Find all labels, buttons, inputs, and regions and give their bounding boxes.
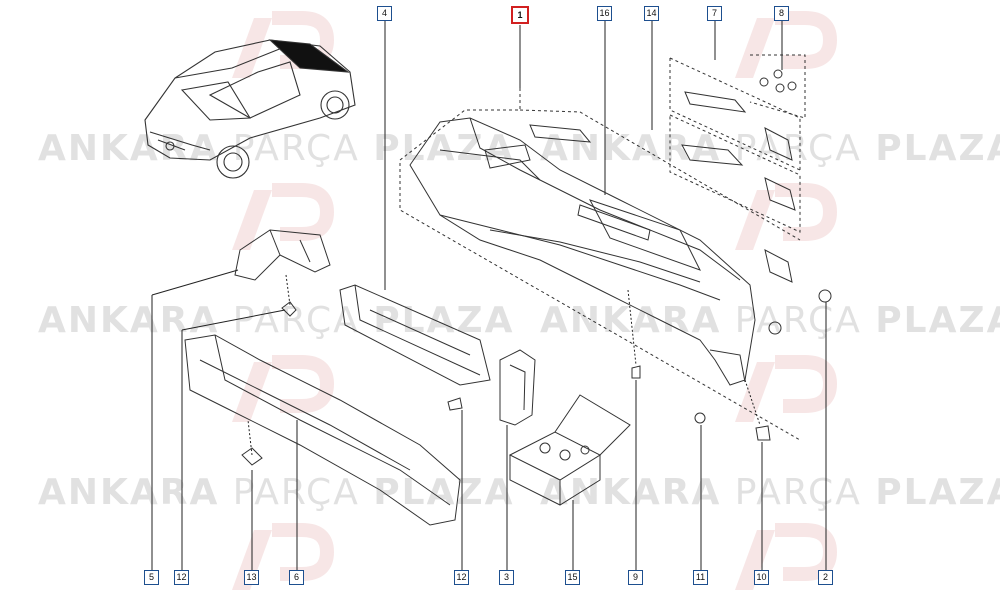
- side-trims: [764, 127, 796, 283]
- watermark-logo: [735, 190, 830, 250]
- reinforcement-4: [339, 284, 491, 386]
- callout-9[interactable]: 9: [628, 570, 643, 585]
- car-thumbnail: [144, 39, 356, 179]
- bracket-3: [499, 349, 536, 426]
- callout-6[interactable]: 6: [289, 570, 304, 585]
- callout-3[interactable]: 3: [499, 570, 514, 585]
- callout-13[interactable]: 13: [244, 570, 259, 585]
- clips-8: [759, 69, 797, 93]
- watermark-row-1: ANKARA PARÇA PLAZA: [38, 128, 515, 169]
- callout-15[interactable]: 15: [565, 570, 580, 585]
- callout-1[interactable]: 1: [511, 6, 529, 24]
- bracket-5: [234, 229, 331, 281]
- fastener-kit-15: [508, 394, 631, 506]
- watermark-logo: [232, 190, 327, 250]
- callout-7[interactable]: 7: [707, 6, 722, 21]
- bumper-frame: [399, 88, 801, 441]
- leader-lines: [151, 20, 827, 570]
- callout-12-right[interactable]: 12: [454, 570, 469, 585]
- trim-frames: [669, 54, 806, 233]
- fasteners: [241, 289, 832, 466]
- callout-16[interactable]: 16: [597, 6, 612, 21]
- callout-5[interactable]: 5: [144, 570, 159, 585]
- callout-14[interactable]: 14: [644, 6, 659, 21]
- watermark-row-3: ANKARA PARÇA PLAZA: [38, 472, 515, 513]
- watermark-row-3b: ANKARA PARÇA PLAZA: [540, 472, 1000, 513]
- watermark-row-1b: ANKARA PARÇA PLAZA: [540, 128, 1000, 169]
- callout-2[interactable]: 2: [818, 570, 833, 585]
- callout-4[interactable]: 4: [377, 6, 392, 21]
- watermark-row-2b: ANKARA PARÇA PLAZA: [540, 300, 1000, 341]
- rear-bumper: [409, 117, 756, 386]
- callout-11[interactable]: 11: [693, 570, 708, 585]
- watermark-logo: [232, 362, 327, 422]
- trim-part-7: [529, 91, 747, 143]
- watermark-row-2: ANKARA PARÇA PLAZA: [38, 300, 515, 341]
- callout-10[interactable]: 10: [754, 570, 769, 585]
- absorber-6: [184, 334, 461, 526]
- watermark-logo: [735, 530, 830, 590]
- trim-part-14: [681, 144, 744, 166]
- callout-12-left[interactable]: 12: [174, 570, 189, 585]
- callout-8[interactable]: 8: [774, 6, 789, 21]
- reflector-16: [484, 144, 651, 241]
